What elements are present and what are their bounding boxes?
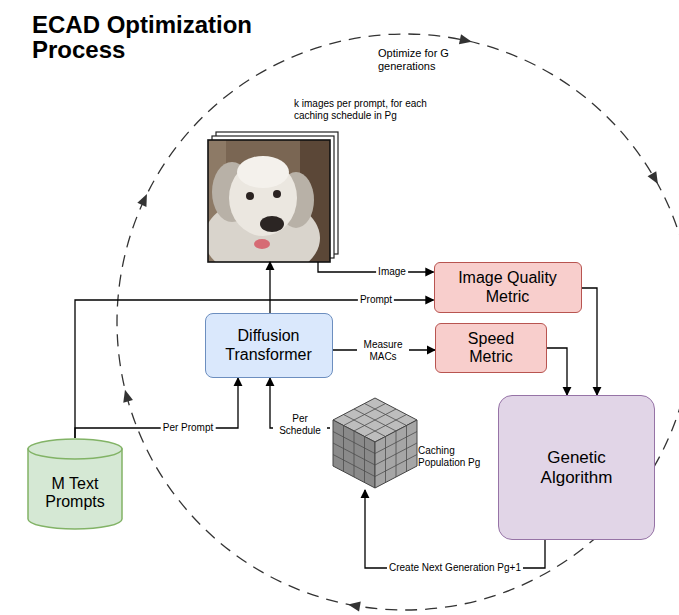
- caption-label: Caching Population Pg: [418, 445, 490, 469]
- loop-circle: [117, 34, 679, 610]
- cube-face: [333, 420, 375, 488]
- process-box: Genetic Algorithm: [498, 395, 655, 540]
- cube-icon: [333, 398, 417, 488]
- cube-grid: [354, 409, 396, 431]
- edge-label: Measure MACs: [357, 339, 409, 362]
- cube-grid: [406, 426, 407, 472]
- node-text: Image Quality Metric: [442, 269, 574, 306]
- cube-face: [375, 420, 417, 488]
- dog-tongue: [254, 239, 270, 249]
- edge-label: Image: [376, 266, 408, 278]
- loop-arrowhead: [648, 171, 658, 184]
- loop-arrowhead: [459, 34, 472, 44]
- connector-arrow: [582, 288, 598, 395]
- cube-grid: [375, 455, 417, 477]
- node-text: M Text Prompts: [35, 475, 115, 512]
- cube-grid: [333, 455, 375, 477]
- image-frame: [208, 140, 330, 262]
- loop-arrowhead: [123, 390, 133, 403]
- cube-grid: [365, 404, 407, 426]
- edge-label: Per Schedule: [273, 413, 327, 436]
- caption-label: k images per prompt, for each caching sc…: [294, 98, 444, 122]
- dog-eye: [246, 192, 254, 200]
- loop-label: Optimize for G generations: [378, 47, 473, 73]
- process-box: Image Quality Metric: [434, 262, 582, 313]
- cube-grid: [364, 437, 365, 483]
- dog-eye: [273, 190, 281, 198]
- dog-fur: [237, 156, 289, 188]
- cube-grid: [354, 409, 396, 431]
- node-text: Diffusion Transformer: [213, 327, 325, 364]
- diagram-title: ECAD Optimization Process: [32, 12, 262, 62]
- dog-nose: [260, 216, 284, 232]
- edge-label: Create Next Generation Pg+1: [387, 562, 523, 574]
- loop-arrowhead: [348, 602, 361, 612]
- connector-arrow: [269, 262, 270, 313]
- process-box: Diffusion Transformer: [205, 313, 333, 378]
- cube-grid: [333, 443, 375, 465]
- process-box: Speed Metric: [435, 323, 547, 373]
- edge-label: Per Prompt: [161, 422, 216, 434]
- cylinder-body: [28, 449, 122, 529]
- edge-label: Prompt: [358, 294, 394, 306]
- cube-icon: Caching Population Pg: [330, 395, 420, 490]
- connector-arrow: [75, 378, 238, 438]
- loop-arrowhead: [137, 194, 147, 207]
- connector-arrow: [75, 300, 434, 438]
- node-text: Genetic Algorithm: [522, 448, 632, 487]
- image-stack: k images per prompt, for each caching sc…: [208, 140, 330, 262]
- database-cylinder: M Text Prompts: [27, 438, 123, 530]
- cylinder-top: [28, 439, 122, 459]
- connector-arrow: [547, 348, 567, 395]
- cube-grid: [375, 443, 417, 465]
- dog-photo: [208, 140, 330, 262]
- node-text: Speed Metric: [456, 330, 526, 367]
